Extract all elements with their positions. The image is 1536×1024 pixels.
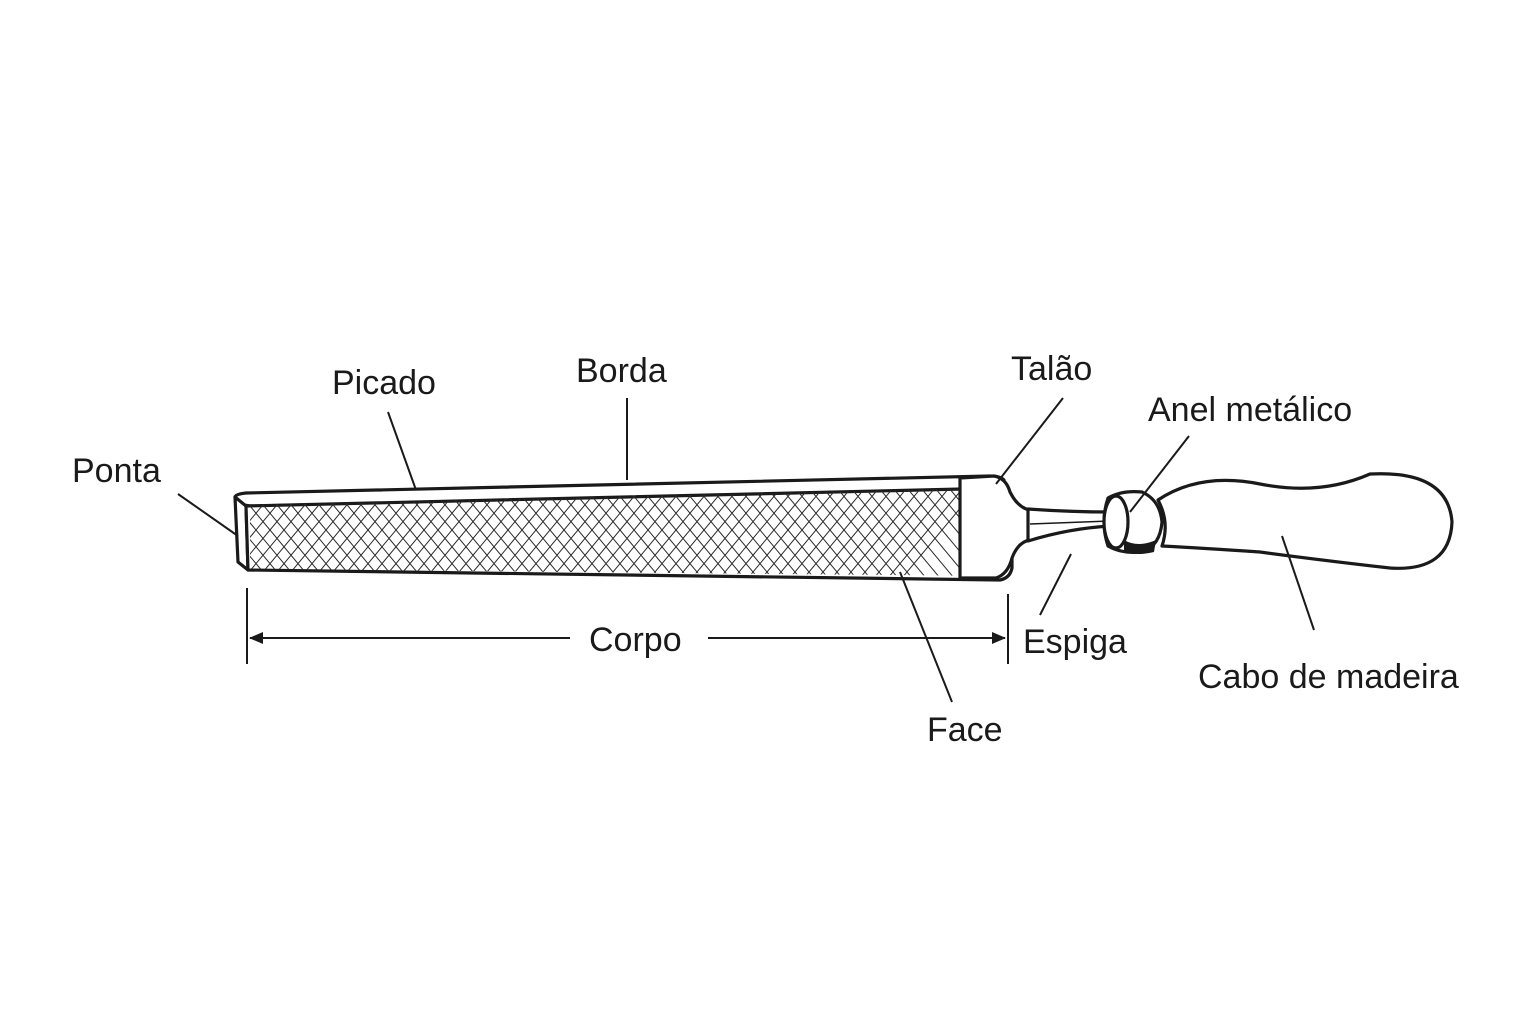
label-face: Face bbox=[927, 711, 1003, 749]
file-tang bbox=[1026, 507, 1114, 543]
corpo-dimension bbox=[246, 588, 1009, 664]
leader-anel bbox=[1129, 435, 1190, 513]
hatch-line bbox=[821, 488, 923, 576]
hatch-line bbox=[863, 488, 965, 576]
label-picado: Picado bbox=[332, 364, 436, 402]
label-borda: Borda bbox=[576, 352, 667, 390]
corpo-arrow-right bbox=[992, 632, 1006, 644]
label-corpo: Corpo bbox=[589, 621, 682, 659]
label-anel: Anel metálico bbox=[1148, 391, 1352, 429]
file-body bbox=[233, 474, 1114, 582]
leader-talao bbox=[995, 397, 1064, 485]
hatch-line bbox=[835, 488, 937, 576]
ferrule bbox=[1102, 490, 1164, 554]
leader-picado bbox=[387, 411, 417, 491]
corpo-arrow-left bbox=[249, 632, 263, 644]
hatch-line bbox=[849, 488, 951, 576]
wooden-handle bbox=[1156, 472, 1454, 570]
label-ponta: Ponta bbox=[72, 452, 161, 490]
file-heel bbox=[958, 474, 1032, 580]
label-talao: Talão bbox=[1011, 350, 1092, 388]
label-espiga: Espiga bbox=[1023, 623, 1127, 661]
file-tang-line bbox=[1029, 520, 1111, 525]
label-cabo: Cabo de madeira bbox=[1198, 658, 1459, 696]
leader-cabo bbox=[1281, 535, 1315, 631]
leader-ponta bbox=[177, 493, 239, 537]
leader-espiga bbox=[1039, 553, 1072, 616]
